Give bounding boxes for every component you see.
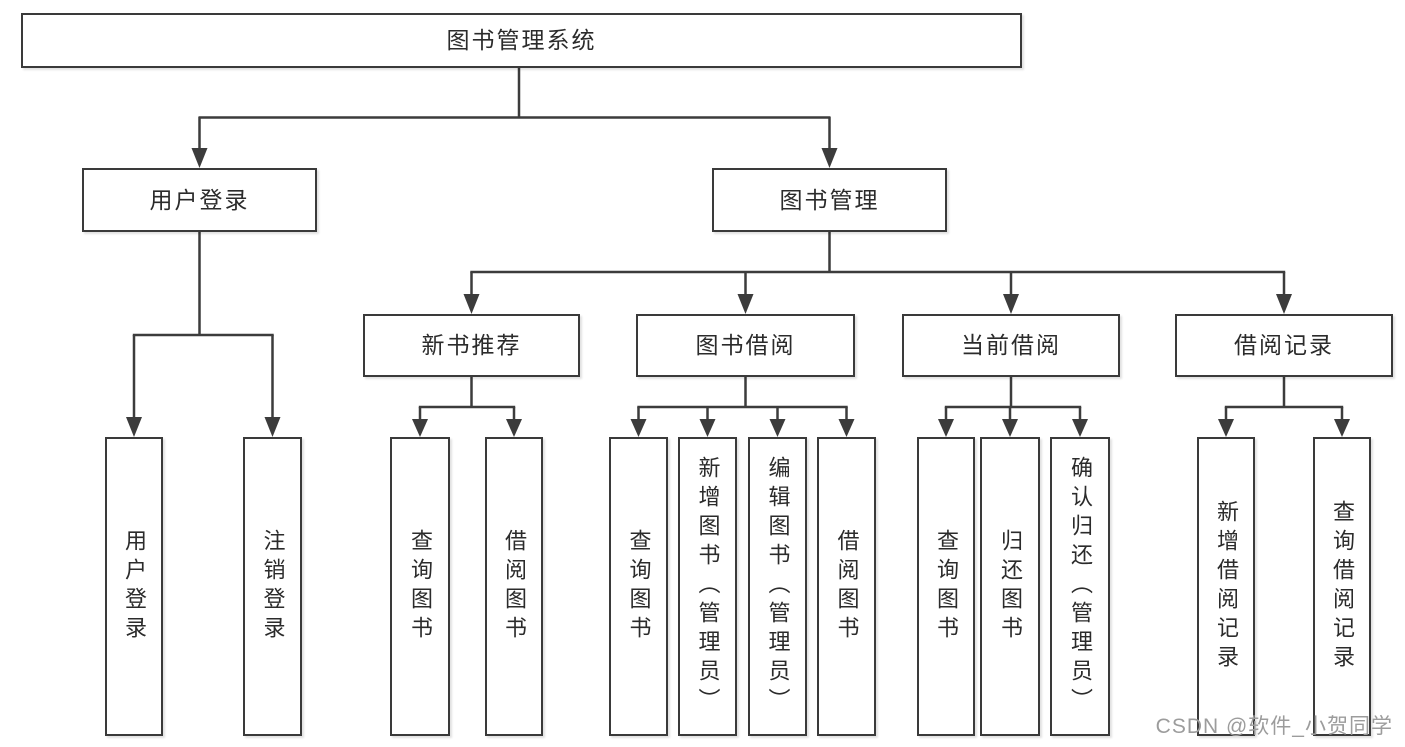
node-user-login-label: 用户登录	[149, 186, 250, 213]
leaf-user-login: 用户登录	[105, 437, 163, 736]
leaf-current-query-book-label: 查询图书	[934, 528, 959, 645]
node-borrow-records-label: 借阅记录	[1234, 332, 1334, 358]
leaf-add-borrow-record-label: 新增借阅记录	[1214, 499, 1239, 674]
leaf-recommend-query-book-label: 查询图书	[408, 528, 433, 645]
node-borrow-records: 借阅记录	[1175, 314, 1393, 377]
leaf-return-book-label: 归还图书	[998, 528, 1023, 645]
node-root-label: 图书管理系统	[446, 27, 597, 53]
csdn-watermark: CSDN @软件_小贺同学	[1155, 715, 1393, 738]
node-current-borrow: 当前借阅	[902, 314, 1120, 377]
leaf-recommend-query-book: 查询图书	[390, 437, 450, 736]
leaf-logout-label: 注销登录	[260, 528, 286, 645]
node-book-borrow-label: 图书借阅	[695, 332, 796, 358]
leaf-add-borrow-record: 新增借阅记录	[1197, 437, 1255, 736]
node-user-login: 用户登录	[82, 168, 317, 232]
node-book-borrow: 图书借阅	[636, 314, 855, 377]
node-current-borrow-label: 当前借阅	[961, 332, 1061, 358]
node-book-mgmt-label: 图书管理	[779, 186, 880, 213]
leaf-add-book-admin: 新增图书（管理员）	[678, 437, 737, 736]
leaf-recommend-borrow-book-label: 借阅图书	[502, 528, 527, 645]
leaf-return-book: 归还图书	[980, 437, 1040, 736]
leaf-edit-book-admin-label: 编辑图书（管理员）	[765, 456, 791, 717]
leaf-borrow-query-book: 查询图书	[609, 437, 668, 736]
leaf-query-borrow-record: 查询借阅记录	[1313, 437, 1371, 736]
leaf-confirm-return-admin: 确认归还（管理员）	[1050, 437, 1110, 736]
leaf-user-login-label: 用户登录	[122, 528, 147, 645]
leaf-borrow-query-book-label: 查询图书	[626, 528, 652, 645]
leaf-logout: 注销登录	[243, 437, 302, 736]
node-new-book-recommend-label: 新书推荐	[421, 332, 522, 358]
node-new-book-recommend: 新书推荐	[363, 314, 580, 377]
leaf-borrow-book-label: 借阅图书	[834, 528, 860, 645]
node-root: 图书管理系统	[21, 13, 1022, 68]
leaf-confirm-return-admin-label: 确认归还（管理员）	[1068, 456, 1093, 717]
leaf-current-query-book: 查询图书	[917, 437, 975, 736]
leaf-borrow-book: 借阅图书	[817, 437, 876, 736]
leaf-recommend-borrow-book: 借阅图书	[485, 437, 543, 736]
leaf-add-book-admin-label: 新增图书（管理员）	[695, 456, 721, 717]
leaf-query-borrow-record-label: 查询借阅记录	[1330, 499, 1355, 674]
leaf-edit-book-admin: 编辑图书（管理员）	[748, 437, 807, 736]
node-book-mgmt: 图书管理	[712, 168, 947, 232]
